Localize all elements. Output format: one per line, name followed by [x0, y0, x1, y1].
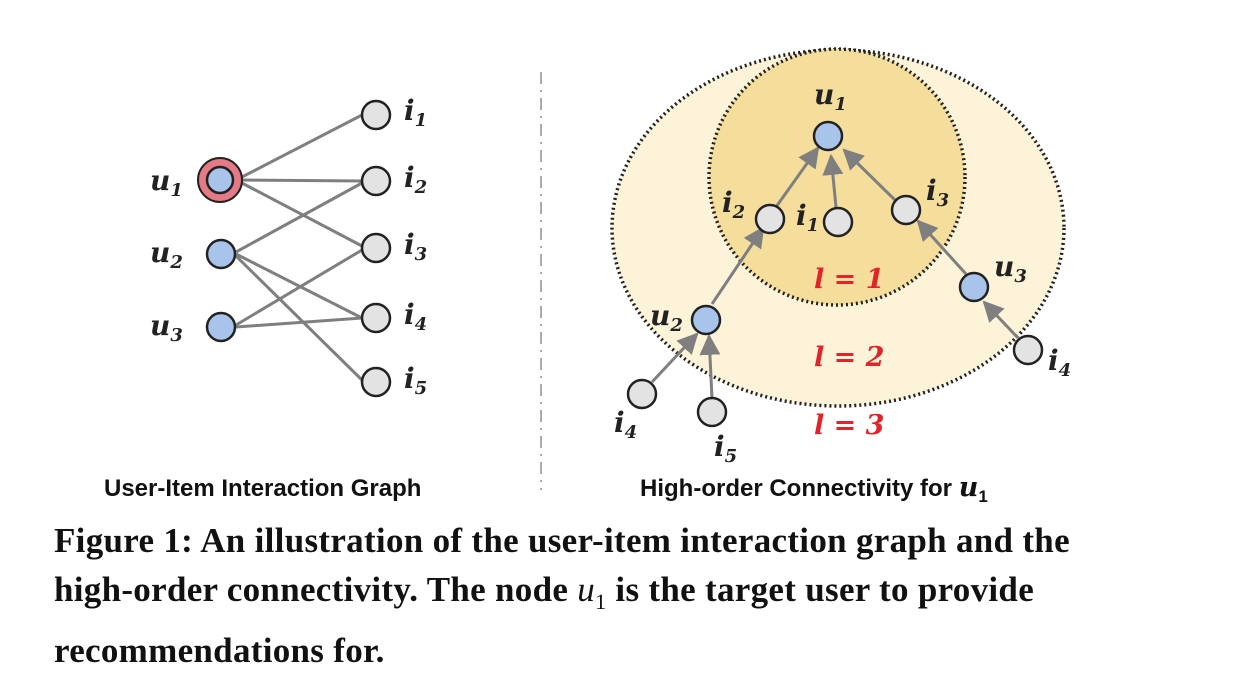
graph-node-i2	[754, 203, 786, 235]
graph-node-i4-right	[1012, 334, 1044, 366]
graph-label-u1: u1	[814, 78, 847, 115]
graph-label-i4-left: i4	[614, 406, 637, 443]
graph-label-u2: u2	[650, 299, 683, 336]
edge-u1-i3	[239, 180, 363, 248]
item-node-i5	[360, 366, 392, 398]
edge-u1-i1	[239, 113, 363, 180]
item-node-i3	[360, 232, 392, 264]
edge-u3-i3	[235, 248, 363, 327]
arrow-i5-u2	[699, 333, 721, 399]
graph-node-i5	[696, 396, 728, 428]
graph-label-i5: i5	[714, 430, 737, 467]
item-node-i2	[360, 165, 392, 197]
item-label-i4: i4	[404, 298, 427, 335]
right-panel: u1 i2 i1 i3 u2 u3 i4 i5 i4 l = 1 l = 2 l…	[610, 47, 1071, 506]
graph-node-i4-left	[626, 378, 658, 410]
propagation-arrows	[650, 146, 1020, 399]
left-panel-title: User-Item Interaction Graph	[104, 475, 421, 502]
graph-label-i4-right: i4	[1048, 344, 1071, 381]
caption-part2: is the target user to provide recommenda…	[54, 570, 1035, 670]
user-label-u2: u2	[150, 236, 183, 273]
graph-node-u3	[958, 271, 990, 303]
graph-node-i3	[890, 194, 922, 226]
graph-node-u1	[812, 120, 844, 152]
edge-u1-i2	[239, 178, 363, 183]
arrow-u3-i3	[916, 219, 968, 276]
user-label-u3: u3	[150, 309, 183, 346]
user-label-u1: u1	[150, 164, 183, 201]
graph-label-i1: i1	[796, 199, 819, 236]
graph-node-u2	[690, 304, 722, 336]
bipartite-edges	[234, 113, 364, 382]
item-label-i3: i3	[404, 228, 427, 265]
item-label-i5: i5	[404, 362, 427, 399]
figure-canvas: u1 u2 u3 i1 i2 i3 i4 i5 User-Item Intera…	[104, 47, 1071, 506]
edge-u3-i4	[235, 316, 363, 329]
item-label-i1: i1	[404, 94, 427, 131]
user-node-u1	[205, 165, 235, 195]
graph-label-i3: i3	[926, 174, 949, 211]
figure-caption: Figure 1: An illustration of the user-it…	[54, 516, 1154, 675]
layer-label-2: l = 2	[814, 342, 884, 373]
layer-region-inner	[707, 47, 967, 307]
left-panel: u1 u2 u3 i1 i2 i3 i4 i5 User-Item Intera…	[104, 94, 427, 502]
arrow-i2-u1	[774, 146, 820, 208]
arrow-i4-u3	[982, 300, 1020, 340]
right-panel-title: High-order Connectivity for u1	[640, 472, 988, 506]
arrow-u2-i2	[710, 226, 765, 305]
layer-label-1: l = 1	[814, 264, 884, 295]
graph-label-u3: u3	[994, 250, 1027, 287]
user-node-u2	[205, 238, 237, 270]
arrow-i1-u1	[822, 153, 844, 208]
graph-node-i1	[822, 206, 854, 238]
item-node-i1	[360, 99, 392, 131]
edge-u2-i5	[234, 254, 364, 382]
layer-label-3: l = 3	[814, 410, 884, 441]
user-node-u3	[205, 311, 237, 343]
arrow-i4-u2	[650, 332, 699, 384]
edge-u2-i2	[235, 181, 363, 254]
item-node-i4	[360, 302, 392, 334]
caption-part1: Figure 1: An illustration of the user-it…	[54, 521, 1070, 609]
graph-label-i2: i2	[722, 186, 745, 223]
caption-math: u1	[577, 570, 607, 614]
item-label-i2: i2	[404, 161, 427, 198]
arrow-i3-u1	[842, 148, 897, 202]
